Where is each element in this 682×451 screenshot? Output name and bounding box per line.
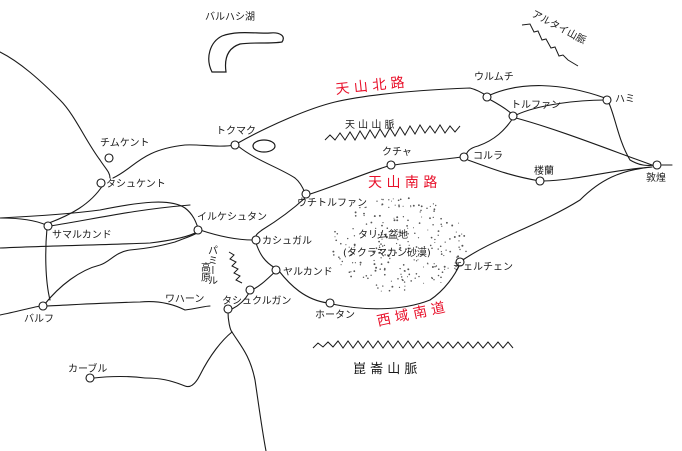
lake-balkhash-shape	[208, 32, 284, 73]
city-label-tashkurgan: タシュクルガン	[222, 295, 291, 307]
city-label-hami: ハミ	[615, 94, 635, 105]
taklamakan-desert-dots	[332, 197, 467, 292]
pamir-mountains-icon	[228, 251, 243, 284]
lake-issyk-kul-shape	[252, 139, 276, 153]
city-marker-balkh[interactable]	[38, 301, 48, 311]
city-label-kabul: カーブル	[68, 362, 107, 375]
city-markers	[38, 92, 662, 383]
city-label-tokmak: トクマク	[216, 125, 256, 137]
city-label-urumqi: ウルムチ	[474, 71, 514, 83]
basin-label: タリム盆地	[358, 228, 408, 241]
city-label-dunhuang: 敦煌	[646, 171, 666, 184]
city-marker-urumqi[interactable]	[482, 92, 492, 102]
city-label-korla: コルラ	[473, 150, 503, 162]
city-marker-khotan[interactable]	[325, 298, 335, 308]
altai-mountains-icon	[521, 23, 579, 67]
pamir-kanji-label: 高原	[199, 261, 211, 282]
city-marker-tashkurgan[interactable]	[245, 285, 255, 295]
tianshan-mountains-icon	[324, 124, 461, 141]
city-marker-dunhuang[interactable]	[652, 160, 662, 170]
city-marker-tashkent[interactable]	[96, 178, 106, 188]
city-marker-samarkand[interactable]	[43, 221, 53, 231]
desert-label: (タクラマカン砂漠)	[343, 246, 431, 259]
city-marker-yarkand[interactable]	[271, 265, 281, 275]
city-marker-wakhan[interactable]	[223, 304, 233, 314]
city-label-chimkent: チムケント	[100, 137, 150, 149]
city-label-wakhan: ワハーン	[165, 294, 204, 305]
city-label-khotan: ホータン	[315, 309, 355, 321]
city-label-tashkent: タシュケント	[106, 178, 166, 190]
lake-balkhash-label: バルハシ湖	[205, 11, 255, 23]
city-marker-hami[interactable]	[602, 95, 612, 105]
kunlun-range-label: 崑 崙 山 脈	[353, 362, 417, 377]
city-marker-chimkent[interactable]	[104, 153, 114, 163]
city-marker-kucha[interactable]	[386, 160, 396, 170]
western-south-route-label: 西 域 南 道	[376, 300, 447, 330]
city-marker-cherchen[interactable]	[455, 257, 465, 267]
tianshan-north-route-label: 天 山 北 路	[335, 75, 406, 98]
city-marker-irkeshtam[interactable]	[193, 225, 203, 235]
city-marker-loulan[interactable]	[535, 176, 545, 186]
tianshan-south-route-label: 天 山 南 路	[368, 175, 437, 191]
kunlun-mountains-icon	[312, 340, 514, 349]
city-label-yarkand: ヤルカンド	[283, 266, 333, 278]
city-label-loulan: 楼蘭	[534, 164, 554, 177]
city-marker-kabul[interactable]	[85, 373, 95, 383]
city-label-irkeshtam: イルケシュタン	[197, 211, 267, 223]
city-label-turfan: トルファン	[511, 100, 561, 111]
city-label-kucha: クチャ	[382, 146, 412, 158]
city-label-uchturfan: ウチトルファン	[297, 197, 367, 209]
tianshan-range-label: 天 山 山 脈	[345, 118, 395, 131]
altai-label: アルタイ山脈	[530, 7, 589, 47]
city-label-samarkand: サマルカンド	[52, 229, 112, 241]
city-marker-turfan[interactable]	[508, 111, 518, 121]
city-label-cherchen: チェルチェン	[453, 261, 513, 273]
city-marker-tokmak[interactable]	[230, 140, 240, 150]
city-label-balkh: バルフ	[24, 313, 54, 325]
pamir-kana-label: パミール	[206, 245, 218, 285]
city-marker-korla[interactable]	[459, 152, 469, 162]
city-label-kashgar: カシュガル	[262, 235, 312, 247]
city-marker-kashgar[interactable]	[251, 235, 261, 245]
routes	[0, 51, 673, 451]
city-marker-uchturfan[interactable]	[301, 189, 311, 199]
